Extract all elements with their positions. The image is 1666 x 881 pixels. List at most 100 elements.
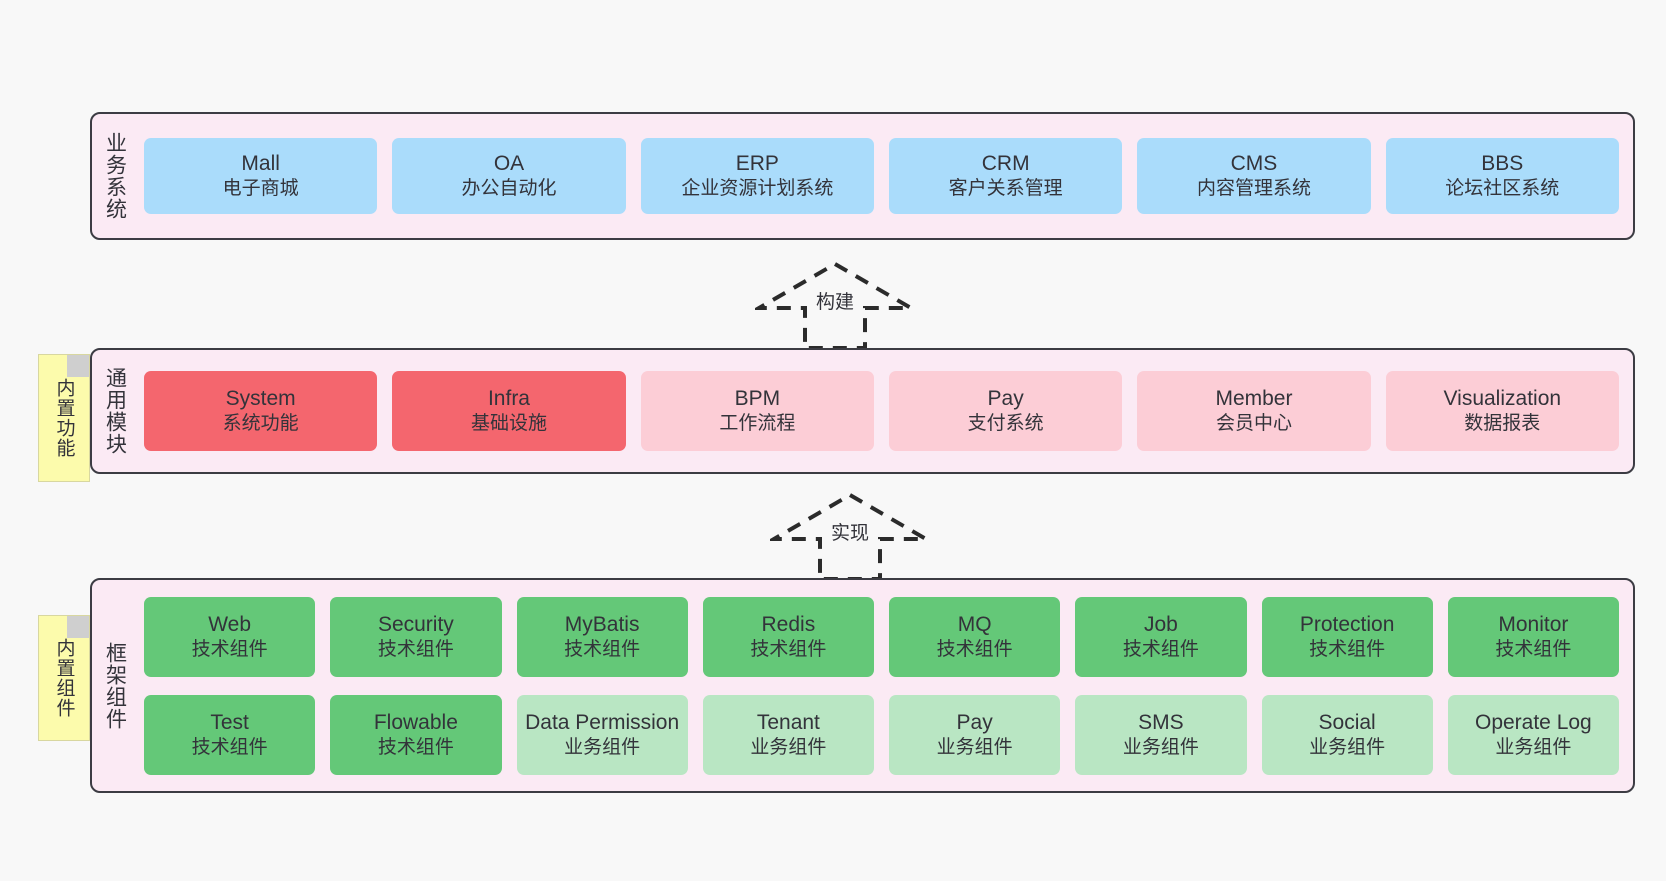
node-security[interactable]: Security 技术组件 — [330, 596, 502, 677]
connector-build: 构建 — [755, 260, 915, 352]
node-mybatis-title: MyBatis — [564, 612, 640, 636]
node-web[interactable]: Web 技术组件 — [144, 596, 316, 677]
node-web-subtitle: 技术组件 — [191, 638, 268, 660]
node-erp-title: ERP — [735, 152, 779, 175]
node-member[interactable]: Member 会员中心 — [1137, 371, 1371, 451]
node-pay-module-title: Pay — [987, 387, 1024, 410]
node-mybatis-subtitle: 技术组件 — [564, 638, 641, 660]
node-system[interactable]: System 系统功能 — [144, 371, 378, 451]
node-mybatis[interactable]: MyBatis 技术组件 — [516, 596, 688, 677]
note-builtin-components-label: 内置组件 — [53, 638, 75, 718]
node-mall-subtitle: 电子商城 — [222, 178, 299, 200]
node-visualization[interactable]: Visualization 数据报表 — [1385, 371, 1619, 451]
node-cms-title: CMS — [1230, 152, 1278, 175]
layer-title-common-modules: 通用模块 — [103, 367, 127, 455]
node-bpm-subtitle: 工作流程 — [719, 413, 796, 435]
node-pay-component-title: Pay — [956, 710, 993, 734]
node-social-title: Social — [1318, 710, 1376, 734]
node-job-subtitle: 技术组件 — [1122, 638, 1199, 660]
node-job-title: Job — [1143, 612, 1178, 636]
node-infra-subtitle: 基础设施 — [470, 413, 547, 435]
connector-build-label: 构建 — [815, 292, 854, 313]
node-pay-module[interactable]: Pay 支付系统 — [888, 371, 1123, 451]
node-visualization-title: Visualization — [1443, 387, 1562, 410]
row-framework-business: Test 技术组件 Flowable 技术组件 Data Permission … — [144, 694, 1619, 775]
node-data-permission-title: Data Permission — [525, 710, 680, 734]
node-tenant[interactable]: Tenant 业务组件 — [702, 694, 874, 775]
node-bbs-title: BBS — [1481, 152, 1524, 175]
layer-title-framework-components: 框架组件 — [103, 641, 127, 730]
node-tenant-subtitle: 业务组件 — [750, 736, 827, 758]
node-bbs[interactable]: BBS 论坛社区系统 — [1385, 138, 1619, 214]
node-flowable-title: Flowable — [373, 710, 458, 734]
note-builtin-features: 内置功能 — [38, 354, 90, 482]
node-cms[interactable]: CMS 内容管理系统 — [1137, 138, 1371, 214]
node-protection-title: Protection — [1299, 612, 1395, 636]
node-oa-title: OA — [493, 152, 525, 175]
node-mq-title: MQ — [957, 612, 992, 636]
connector-implement: 实现 — [770, 491, 930, 583]
node-infra[interactable]: Infra 基础设施 — [392, 371, 626, 451]
node-erp-subtitle: 企业资源计划系统 — [681, 178, 834, 200]
node-mq[interactable]: MQ 技术组件 — [889, 596, 1061, 677]
node-security-title: Security — [377, 612, 454, 636]
node-operate-log-title: Operate Log — [1474, 710, 1592, 734]
node-operate-log[interactable]: Operate Log 业务组件 — [1447, 694, 1619, 775]
layer-body-framework-components: Web 技术组件 Security 技术组件 MyBatis 技术组件 Redi… — [138, 580, 1633, 791]
node-oa[interactable]: OA 办公自动化 — [392, 138, 626, 214]
node-test[interactable]: Test 技术组件 — [144, 694, 316, 775]
node-crm-subtitle: 客户关系管理 — [948, 178, 1063, 200]
node-security-subtitle: 技术组件 — [377, 638, 454, 660]
layer-body-business-systems: Mall 电子商城 OA 办公自动化 ERP 企业资源计划系统 CRM 客户关系… — [138, 114, 1633, 238]
node-pay-module-subtitle: 支付系统 — [967, 413, 1044, 435]
node-oa-subtitle: 办公自动化 — [461, 178, 557, 200]
node-sms-subtitle: 业务组件 — [1122, 736, 1199, 758]
node-mq-subtitle: 技术组件 — [936, 638, 1013, 660]
node-bpm[interactable]: BPM 工作流程 — [640, 371, 874, 451]
node-test-subtitle: 技术组件 — [191, 736, 268, 758]
node-erp[interactable]: ERP 企业资源计划系统 — [640, 138, 874, 214]
node-protection[interactable]: Protection 技术组件 — [1261, 596, 1433, 677]
node-data-permission-subtitle: 业务组件 — [564, 736, 641, 758]
node-crm[interactable]: CRM 客户关系管理 — [888, 138, 1123, 214]
node-member-subtitle: 会员中心 — [1215, 413, 1292, 435]
node-crm-title: CRM — [981, 152, 1030, 175]
node-social[interactable]: Social 业务组件 — [1261, 694, 1433, 775]
node-monitor-title: Monitor — [1498, 612, 1569, 636]
node-flowable[interactable]: Flowable 技术组件 — [330, 694, 502, 775]
node-job[interactable]: Job 技术组件 — [1075, 596, 1247, 677]
node-operate-log-subtitle: 业务组件 — [1495, 736, 1572, 758]
note-builtin-features-label: 内置功能 — [53, 378, 75, 458]
layer-business-systems: 业务系统 Mall 电子商城 OA 办公自动化 ERP 企业资源计划系统 CRM… — [90, 112, 1635, 240]
node-sms[interactable]: SMS 业务组件 — [1075, 694, 1247, 775]
node-protection-subtitle: 技术组件 — [1309, 638, 1386, 660]
node-visualization-subtitle: 数据报表 — [1464, 413, 1541, 435]
node-tenant-title: Tenant — [756, 710, 820, 734]
node-member-title: Member — [1215, 387, 1293, 410]
row-business-systems: Mall 电子商城 OA 办公自动化 ERP 企业资源计划系统 CRM 客户关系… — [144, 138, 1619, 214]
node-pay-component[interactable]: Pay 业务组件 — [889, 694, 1061, 775]
node-social-subtitle: 业务组件 — [1309, 736, 1386, 758]
row-framework-tech: Web 技术组件 Security 技术组件 MyBatis 技术组件 Redi… — [144, 596, 1619, 677]
node-monitor[interactable]: Monitor 技术组件 — [1447, 596, 1619, 677]
node-mall[interactable]: Mall 电子商城 — [144, 138, 378, 214]
node-redis[interactable]: Redis 技术组件 — [702, 596, 874, 677]
node-web-title: Web — [208, 612, 252, 636]
layer-body-common-modules: System 系统功能 Infra 基础设施 BPM 工作流程 Pay 支付系统… — [138, 350, 1633, 472]
node-bbs-subtitle: 论坛社区系统 — [1445, 178, 1560, 200]
node-mall-title: Mall — [241, 152, 280, 175]
node-pay-component-subtitle: 业务组件 — [936, 736, 1013, 758]
layer-common-modules: 通用模块 System 系统功能 Infra 基础设施 BPM 工作流程 Pay… — [90, 348, 1635, 474]
node-redis-title: Redis — [761, 612, 816, 636]
layer-framework-components: 框架组件 Web 技术组件 Security 技术组件 MyBatis 技术组件… — [90, 578, 1635, 793]
node-sms-title: SMS — [1138, 710, 1184, 734]
node-infra-title: Infra — [487, 387, 530, 410]
node-bpm-title: BPM — [734, 387, 781, 410]
node-test-title: Test — [210, 710, 249, 734]
node-data-permission[interactable]: Data Permission 业务组件 — [516, 694, 688, 775]
node-system-title: System — [225, 387, 296, 410]
node-cms-subtitle: 内容管理系统 — [1196, 178, 1311, 200]
node-system-subtitle: 系统功能 — [222, 413, 299, 435]
row-common-modules: System 系统功能 Infra 基础设施 BPM 工作流程 Pay 支付系统… — [144, 371, 1619, 451]
